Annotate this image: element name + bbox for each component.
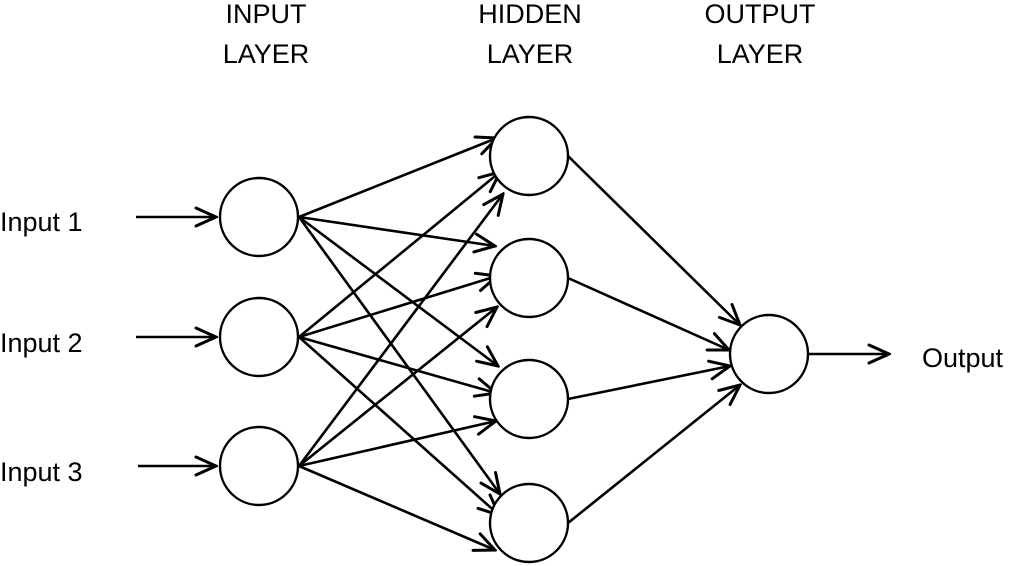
output-layer-title-line1: OUTPUT [705,0,816,29]
edge-i2-h4 [298,336,499,515]
hidden-node-3 [488,358,570,440]
input-label-2: Input 2 [0,328,83,358]
edge-i3-h2 [298,307,497,468]
edge-h3-o1 [567,366,730,401]
edge-i2-h1 [298,172,500,339]
input-layer-title-line2: LAYER [223,39,310,69]
input-layer-title-line1: INPUT [226,0,307,29]
hidden-layer-title-line1: HIDDEN [478,0,582,29]
input-label-1: Input 1 [0,207,83,237]
input-node-2 [218,296,300,378]
edge-i3-h3 [298,421,496,468]
hidden-node-4 [488,482,570,564]
edge-h2-o1 [567,276,729,350]
input-node-3 [218,425,300,507]
edge-i2-h3 [298,335,496,393]
neurons [218,115,810,564]
output-layer-title-line2: LAYER [717,39,804,69]
hidden-layer-title-line2: LAYER [487,39,574,69]
edge-h4-o1 [567,385,740,525]
edge-i1-h1 [298,138,497,219]
edge-i3-h4 [298,464,495,550]
edge-i1-h4 [297,216,500,494]
edge-i2-h2 [298,276,497,339]
hidden-node-1 [488,115,570,197]
edge-h1-o1 [567,155,740,325]
edge-i3-h1 [297,194,503,467]
input-node-1 [218,176,300,258]
input-label-3: Input 3 [0,457,83,487]
output-label: Output [922,343,1004,373]
hidden-node-2 [488,237,570,319]
connections [136,138,889,550]
output-node-1 [728,313,810,395]
edge-i1-h2 [298,215,495,246]
edge-i1-h3 [298,215,498,366]
